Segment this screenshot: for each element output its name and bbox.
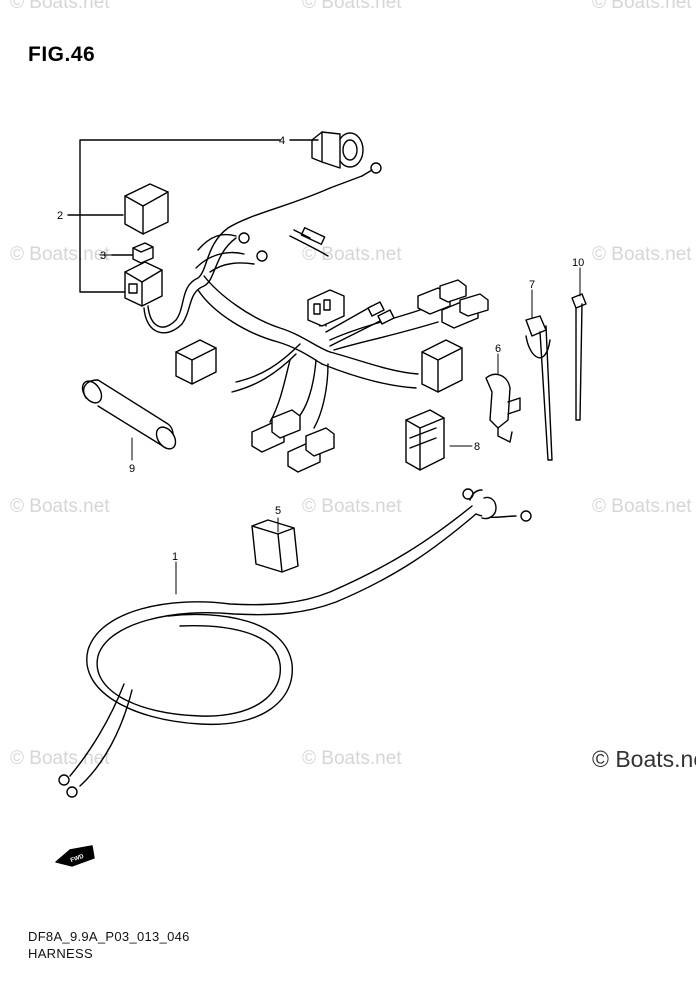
callout-label-1: 1 [172,551,178,563]
holder-part [405,409,445,471]
figure-title: FIG.46 [28,43,96,66]
callout-label-7: 7 [529,279,535,291]
watermark: © Boats.net [302,496,402,517]
relay-part [124,183,169,235]
callout-label-4: 4 [279,135,285,147]
callout-label-3: 3 [100,250,106,262]
callout-label-8: 8 [474,441,480,453]
drawing-code: DF8A_9.9A_P03_013_046 [28,929,190,944]
grommet-part [311,131,364,169]
callout-label-5: 5 [275,505,281,517]
watermark: © Boats.net [592,496,692,517]
watermark: © Boats.net [10,496,110,517]
callout-label-10: 10 [572,257,584,269]
watermark: © Boats.net [302,748,402,769]
watermark: © Boats.net [10,0,110,13]
watermark: © Boats.net [302,244,402,265]
harness-connectors [175,279,489,473]
relay-socket [124,261,163,307]
watermark: © Boats.net [10,748,110,769]
watermark: © Boats.net [302,0,402,13]
watermark: © Boats.net [592,244,692,265]
watermark: © Boats.net [10,244,110,265]
callout-label-9: 9 [129,463,135,475]
sub-harness [143,162,439,429]
callout-2-bracket [67,139,281,293]
diagram-caption: HARNESS [28,946,93,961]
clip-part [485,373,521,443]
cap-part [251,519,299,573]
cable-tie-short [571,293,587,421]
watermark-large: © Boats.net [592,746,696,772]
protector-tube [81,379,177,450]
fwd-arrow-icon [55,845,95,867]
cable-tie-long [525,315,553,461]
callout-label-2: 2 [57,210,63,222]
callout-leaders [99,254,581,595]
watermark: © Boats.net [592,0,692,13]
fwd-label: FWD [70,854,86,865]
fuse-part [132,242,154,264]
main-harness [58,488,532,798]
callout-label-6: 6 [495,343,501,355]
